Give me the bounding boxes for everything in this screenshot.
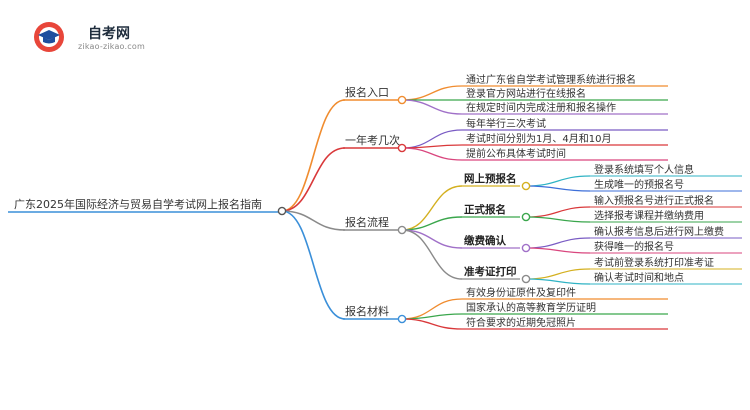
branch-connector [281,147,346,212]
branch-node [397,95,407,105]
sub-branch-connector [401,229,463,280]
leaf-label: 在规定时间内完成注册和报名操作 [466,101,616,114]
leaf-connector [525,216,591,223]
branch-label: 报名流程 [345,215,389,229]
leaf-connector [525,247,591,254]
leaf-connector [401,313,463,320]
leaf-label: 选择报考课程并缴纳费用 [594,209,704,222]
leaf-label: 登录官方网站进行在线报名 [466,87,586,100]
sub-branch-label: 缴费确认 [464,234,506,247]
branch-node [397,143,407,153]
leaf-label: 每年举行三次考试 [466,117,546,130]
sub-branch-connector [401,229,463,249]
sub-branch-label: 准考证打印 [464,265,517,278]
branch-label: 报名材料 [345,304,389,318]
logo-domain: zikao-zikao.com [78,42,145,51]
sub-branch-node [521,181,531,191]
sub-branch-connector [401,185,463,231]
leaf-label: 考试时间分别为1月、4月和10月 [466,132,611,145]
leaf-label: 考试前登录系统打印准考证 [594,256,714,269]
sub-branch-node [521,243,531,253]
sub-branch-label: 正式报名 [464,203,506,216]
leaf-connector [525,278,591,285]
root-label: 广东2025年国际经济与贸易自学考试网上报名指南 [14,197,262,211]
site-logo: 自考网 zikao-zikao.com [32,20,192,60]
branch-label: 一年考几次 [345,133,400,147]
leaf-label: 获得唯一的报名号 [594,240,674,253]
leaf-connector [401,85,463,101]
leaf-label: 输入预报名号进行正式报名 [594,194,714,207]
leaf-connector [401,99,463,115]
branch-connector [281,99,346,212]
branch-connector [281,210,346,231]
leaf-connector [401,318,463,330]
branch-label: 报名入口 [345,85,389,99]
graduation-cap-icon [34,22,64,52]
leaf-label: 国家承认的高等教育学历证明 [466,301,596,314]
leaf-connector [525,185,591,192]
sub-branch-connector [401,216,463,231]
sub-branch-node [521,274,531,284]
leaf-connector [525,237,591,249]
root-node [277,206,287,216]
leaf-connector [401,144,463,149]
leaf-connector [525,268,591,280]
leaf-label: 确认考试时间和地点 [594,271,684,284]
leaf-label: 通过广东省自学考试管理系统进行报名 [466,73,636,86]
branch-node [397,225,407,235]
branch-connector [281,210,346,320]
logo-name: 自考网 [88,26,130,42]
leaf-connector [401,147,463,161]
sub-branch-node [521,212,531,222]
leaf-connector [525,175,591,187]
leaf-label: 提前公布具体考试时间 [466,147,566,160]
branch-node [397,314,407,324]
leaf-label: 生成唯一的预报名号 [594,178,684,191]
leaf-label: 有效身份证原件及复印件 [466,286,576,299]
leaf-label: 确认报考信息后进行网上缴费 [594,225,724,238]
leaf-label: 符合要求的近期免冠照片 [466,316,576,329]
leaf-label: 登录系统填写个人信息 [594,163,694,176]
leaf-connector [525,206,591,218]
sub-branch-label: 网上预报名 [464,172,517,185]
